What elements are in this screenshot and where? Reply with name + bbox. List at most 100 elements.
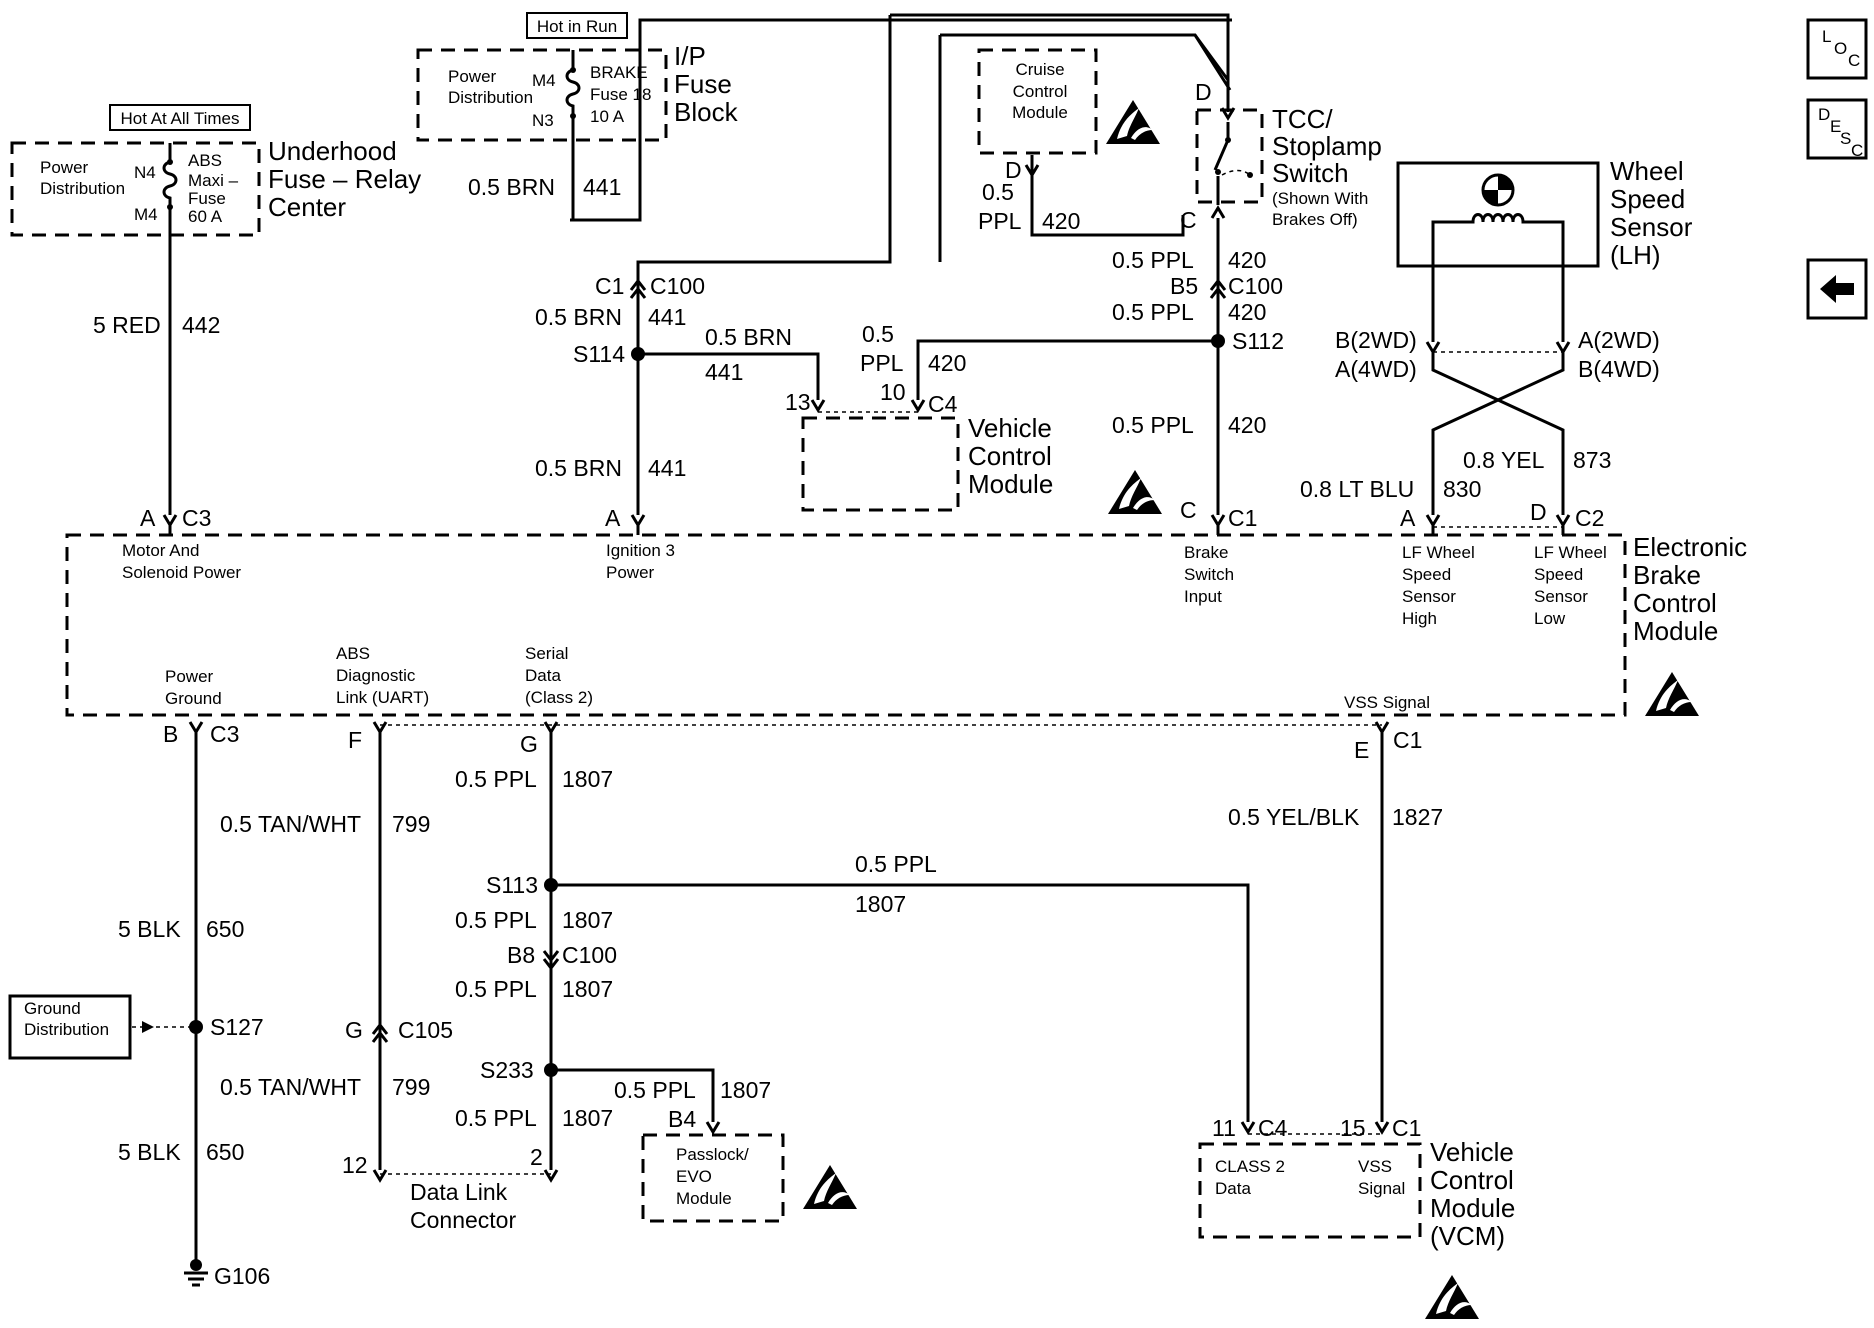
svg-text:C: C	[1180, 497, 1197, 523]
wire-label: 0.5	[862, 321, 894, 347]
svg-text:D: D	[1005, 157, 1022, 183]
svg-text:ABS: ABS	[188, 151, 222, 170]
wire-label: 0.5 PPL	[455, 907, 537, 933]
svg-text:M4: M4	[532, 71, 556, 90]
wire-label: 0.5 TAN/WHT	[220, 811, 361, 837]
svg-text:VSS Signal: VSS Signal	[1344, 693, 1430, 712]
svg-text:C100: C100	[650, 273, 705, 299]
svg-text:Vehicle: Vehicle	[968, 413, 1052, 443]
svg-text:E: E	[1354, 737, 1369, 763]
connector-g-c105: G C105	[345, 1017, 453, 1043]
wire-label: 0.5 TAN/WHT	[220, 1074, 361, 1100]
data-link-connector: 12 2 Data Link Connector	[342, 1144, 559, 1233]
svg-text:C1: C1	[1392, 1115, 1421, 1141]
splice-label: S233	[480, 1057, 534, 1083]
svg-text:Signal: Signal	[1358, 1179, 1405, 1198]
svg-text:B5: B5	[1170, 273, 1198, 299]
svg-text:(LH): (LH)	[1610, 240, 1661, 270]
wire-420-cruise	[1030, 155, 1185, 237]
svg-text:Brake: Brake	[1184, 543, 1228, 562]
svg-text:Hot in Run: Hot in Run	[537, 17, 617, 36]
wire-label: 830	[1443, 476, 1481, 502]
svg-text:C: C	[1848, 51, 1860, 70]
svg-text:C1: C1	[1393, 727, 1422, 753]
wire-label: 5 RED	[93, 312, 161, 338]
ground-distribution-box: Ground Distribution	[8, 994, 132, 1060]
svg-text:Vehicle: Vehicle	[1430, 1137, 1514, 1167]
svg-text:D: D	[1530, 499, 1547, 525]
wire-label: 441	[648, 455, 686, 481]
svg-text:Low: Low	[1534, 609, 1566, 628]
svg-text:15: 15	[1340, 1115, 1366, 1141]
electronic-brake-control-module: A C3 Motor And Solenoid Power A Ignition…	[65, 497, 1747, 763]
hot-all-times-note: Hot At All Times	[109, 104, 251, 131]
svg-text:Data Link: Data Link	[410, 1179, 508, 1205]
svg-text:60 A: 60 A	[188, 207, 223, 226]
ground-g106: G106	[184, 1259, 270, 1289]
svg-text:Maxi –: Maxi –	[188, 171, 239, 190]
wire-830	[1431, 352, 1565, 515]
svg-text:G: G	[520, 731, 538, 757]
svg-text:Link (UART): Link (UART)	[336, 688, 429, 707]
svg-text:Solenoid Power: Solenoid Power	[122, 563, 241, 582]
wheel-speed-sensor: Wheel Speed Sensor (LH) B(2WD) A(4WD) A(…	[1335, 156, 1693, 382]
svg-text:C3: C3	[182, 505, 211, 531]
desc-button[interactable]: D E S C	[1806, 98, 1868, 160]
loc-button[interactable]: L O C	[1806, 18, 1868, 80]
svg-text:Motor And: Motor And	[122, 541, 200, 560]
back-button[interactable]	[1806, 258, 1868, 320]
svg-text:2: 2	[530, 1144, 543, 1170]
wire-label: 1807	[562, 907, 613, 933]
svg-text:Ignition 3: Ignition 3	[606, 541, 675, 560]
wire-label: 1807	[562, 766, 613, 792]
back-arrow-icon	[1820, 275, 1854, 303]
svg-text:Block: Block	[674, 97, 739, 127]
svg-text:Cruise: Cruise	[1015, 60, 1064, 79]
svg-text:C1: C1	[1228, 505, 1257, 531]
wire-label: 0.5 PPL	[614, 1077, 696, 1103]
esd-warning-icon	[1425, 1275, 1479, 1319]
esd-warning-icon	[1645, 672, 1699, 716]
svg-text:Power: Power	[606, 563, 655, 582]
svg-text:Module: Module	[1633, 616, 1718, 646]
svg-text:Distribution: Distribution	[24, 1020, 109, 1039]
wire-label: 5 BLK	[118, 916, 181, 942]
svg-text:B8: B8	[507, 942, 535, 968]
svg-text:(VCM): (VCM)	[1430, 1221, 1505, 1251]
svg-text:Speed: Speed	[1402, 565, 1451, 584]
wire-label: 0.5 PPL	[855, 851, 937, 877]
svg-text:E: E	[1830, 117, 1841, 136]
svg-text:10: 10	[880, 379, 906, 405]
wire-label: 0.5 BRN	[535, 455, 622, 481]
svg-text:12: 12	[342, 1152, 368, 1178]
ip-fuse-block: Power Distribution M4 N3 BRAKE Fuse 18 1…	[416, 41, 739, 220]
wire-label: 1807	[720, 1077, 771, 1103]
wire-label: 0.5 PPL	[455, 1105, 537, 1131]
passlock-evo-module: B4 Passlock/ EVO Module	[641, 1106, 857, 1223]
svg-text:C: C	[1851, 141, 1863, 160]
svg-text:B(2WD): B(2WD)	[1335, 327, 1417, 353]
svg-text:Module: Module	[676, 1189, 732, 1208]
svg-text:Brake: Brake	[1633, 560, 1701, 590]
svg-text:Speed: Speed	[1610, 184, 1685, 214]
svg-text:BRAKE: BRAKE	[590, 63, 648, 82]
svg-text:Underhood: Underhood	[268, 136, 397, 166]
wire-label: 420	[1042, 208, 1080, 234]
hot-in-run-note: Hot in Run	[526, 12, 628, 39]
svg-text:Diagnostic: Diagnostic	[336, 666, 416, 685]
svg-text:C100: C100	[1228, 273, 1283, 299]
wire-label: 0.5 PPL	[455, 976, 537, 1002]
svg-text:N3: N3	[532, 111, 554, 130]
svg-text:Control: Control	[968, 441, 1052, 471]
wire-label: 0.5 BRN	[468, 174, 555, 200]
wire-label: 650	[206, 916, 244, 942]
svg-text:Control: Control	[1430, 1165, 1514, 1195]
svg-text:Switch: Switch	[1272, 158, 1349, 188]
wire-label: 0.5 YEL/BLK	[1228, 804, 1360, 830]
svg-text:L: L	[1822, 27, 1831, 46]
tcc-stoplamp-switch: D C TCC/ Stoplamp Switch (Shown With Bra…	[1180, 15, 1382, 233]
svg-text:C: C	[1180, 207, 1197, 233]
wire-label: 0.5	[982, 179, 1014, 205]
wire-label: 420	[928, 350, 966, 376]
svg-text:G: G	[345, 1017, 363, 1043]
